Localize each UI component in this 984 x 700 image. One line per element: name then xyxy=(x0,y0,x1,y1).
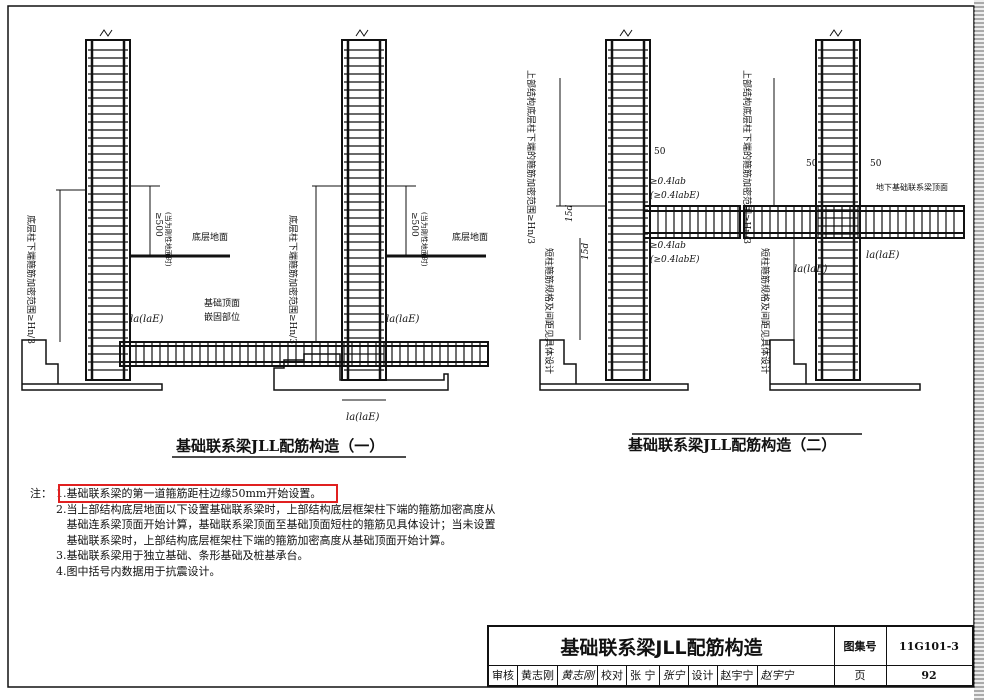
d1-right-col-label: 底层柱下端箍筋加密范围≥Hn/3 xyxy=(287,215,299,344)
note-4: 4. 图中括号内数据用于抗震设计。 xyxy=(30,564,500,580)
diagram-1-labels: 底层柱下端箍筋加密范围≥Hn/3 底层柱下端箍筋加密范围≥Hn/3 ≥500 (… xyxy=(25,212,488,455)
tie-beam-1 xyxy=(119,341,489,367)
notes-section: 注： 1. 基础联系梁的第一道箍筋距柱边缘50mm开始设置。 2. 当上部结构底… xyxy=(30,486,500,579)
d2-dim-15d-a: 15d xyxy=(565,205,575,222)
d1-dim-500-left-note: (当为刚性地面时) xyxy=(164,212,173,267)
note-2-text: 当上部结构底层地面以下设置基础联系梁时，上部结构底层框架柱下端的箍筋加密高度从基… xyxy=(66,502,496,547)
d2-upper-label-left: 上部结构底层柱下端的箍筋加密范围≥Hn/3 xyxy=(525,70,537,244)
design-name: 赵宇宁 xyxy=(718,665,758,685)
d2-short-col-left: 短柱箍筋规格及间距见具体设计 xyxy=(543,248,555,374)
column-right-1 xyxy=(341,29,387,381)
foundation-left-1 xyxy=(21,339,163,391)
note-1-num: 1. xyxy=(56,487,67,500)
d1-la-right: la(laE) xyxy=(386,314,420,325)
d2-anchor-bot-2: (≥0.4labE) xyxy=(650,254,700,265)
foundation-right-2 xyxy=(769,339,921,391)
d2-upper-label-right: 上部结构底层柱下端的箍筋加密范围≥Hn/3 xyxy=(741,70,753,244)
note-1: 注： 1. 基础联系梁的第一道箍筋距柱边缘50mm开始设置。 xyxy=(30,486,500,502)
note-4-text: 图中括号内数据用于抗震设计。 xyxy=(66,564,221,578)
column-left-1 xyxy=(85,29,131,381)
check-label: 校对 xyxy=(598,665,627,685)
d2-la-right2: la(laE) xyxy=(794,264,828,275)
review-signature: 黄志刚 xyxy=(558,665,598,685)
d2-dim-50-c: 50 xyxy=(870,159,882,169)
atlas-value: 11G101-3 xyxy=(886,627,972,666)
d1-dim-500-left: ≥500 xyxy=(153,212,163,237)
d1-la-left: la(laE) xyxy=(130,314,164,325)
d1-foundation-top-label: 基础顶面 xyxy=(204,297,240,309)
review-label: 审核 xyxy=(489,665,518,685)
d1-dim-500-right: ≥500 xyxy=(409,212,419,237)
note-1-highlight-box xyxy=(58,484,338,503)
note-2-num: 2. xyxy=(56,502,67,516)
note-4-num: 4. xyxy=(56,564,67,578)
column-left-2 xyxy=(605,29,651,381)
title-block-main-title: 基础联系梁JLL配筋构造 xyxy=(489,627,835,666)
d2-title: 基础联系梁JLL配筋构造（二） xyxy=(627,436,836,454)
diagram-1 xyxy=(21,29,489,458)
design-label: 设计 xyxy=(689,665,718,685)
d2-anchor-top-2: (≥0.4labE) xyxy=(650,190,700,201)
d2-dim-50-a: 50 xyxy=(654,147,666,157)
d1-dim-500-right-note: (当为刚性地面时) xyxy=(420,212,429,267)
notes-prefix: 注： xyxy=(30,487,52,500)
d1-la-bottom: la(laE) xyxy=(346,412,380,423)
d2-dim-15d-b: 15d xyxy=(581,243,591,260)
check-signature: 张宁 xyxy=(660,665,689,685)
note-3-num: 3. xyxy=(56,549,67,562)
d2-la-right: la(laE) xyxy=(866,250,900,261)
note-2: 2. 当上部结构底层地面以下设置基础联系梁时，上部结构底层框架柱下端的箍筋加密高… xyxy=(30,502,500,549)
note-3: 3. 基础联系梁用于独立基础、条形基础及桩基承台。 xyxy=(30,548,500,564)
note-3-text: 基础联系梁用于独立基础、条形基础及桩基承台。 xyxy=(66,549,309,562)
foundation-left-2 xyxy=(539,339,689,391)
d1-ground-right: 底层地面 xyxy=(452,231,488,243)
review-name: 黄志刚 xyxy=(518,665,558,685)
page-value: 92 xyxy=(921,668,937,682)
binding-edge xyxy=(974,0,984,700)
diagram-2-labels: 上部结构底层柱下端的箍筋加密范围≥Hn/3 上部结构底层柱下端的箍筋加密范围≥H… xyxy=(525,70,948,454)
title-block: 基础联系梁JLL配筋构造 图集号 11G101-3 审核 黄志刚 黄志刚 校对 … xyxy=(487,625,974,687)
d1-ground-left: 底层地面 xyxy=(192,231,228,243)
d1-foundation-top-label2: 嵌固部位 xyxy=(204,311,240,323)
atlas-label: 图集号 xyxy=(834,627,887,666)
note-1-text: 基础联系梁的第一道箍筋距柱边缘50mm开始设置。 xyxy=(66,487,322,500)
d2-short-col-right: 短柱箍筋规格及间距见具体设计 xyxy=(759,248,771,374)
tie-beam-2 xyxy=(643,205,965,239)
d2-beam-top-label: 地下基础联系梁顶面 xyxy=(876,182,948,192)
d2-dim-50-b: 50 xyxy=(806,159,818,169)
d1-title: 基础联系梁JLL配筋构造（一） xyxy=(175,437,384,455)
d1-left-col-label: 底层柱下端箍筋加密范围≥Hn/3 xyxy=(25,215,37,344)
d2-anchor-top-1: ≥0.4lab xyxy=(650,177,686,187)
diagram-2 xyxy=(539,29,965,435)
page-label: 页 xyxy=(834,665,887,685)
d2-anchor-bot-1: ≥0.4lab xyxy=(650,241,686,251)
signature-row: 审核 黄志刚 黄志刚 校对 张 宁 张宁 设计 赵宇宁 赵宇宁 xyxy=(489,665,835,685)
check-name: 张 宁 xyxy=(627,665,660,685)
design-signature: 赵宇宁 xyxy=(760,669,794,682)
foundation-right-1 xyxy=(273,353,449,391)
